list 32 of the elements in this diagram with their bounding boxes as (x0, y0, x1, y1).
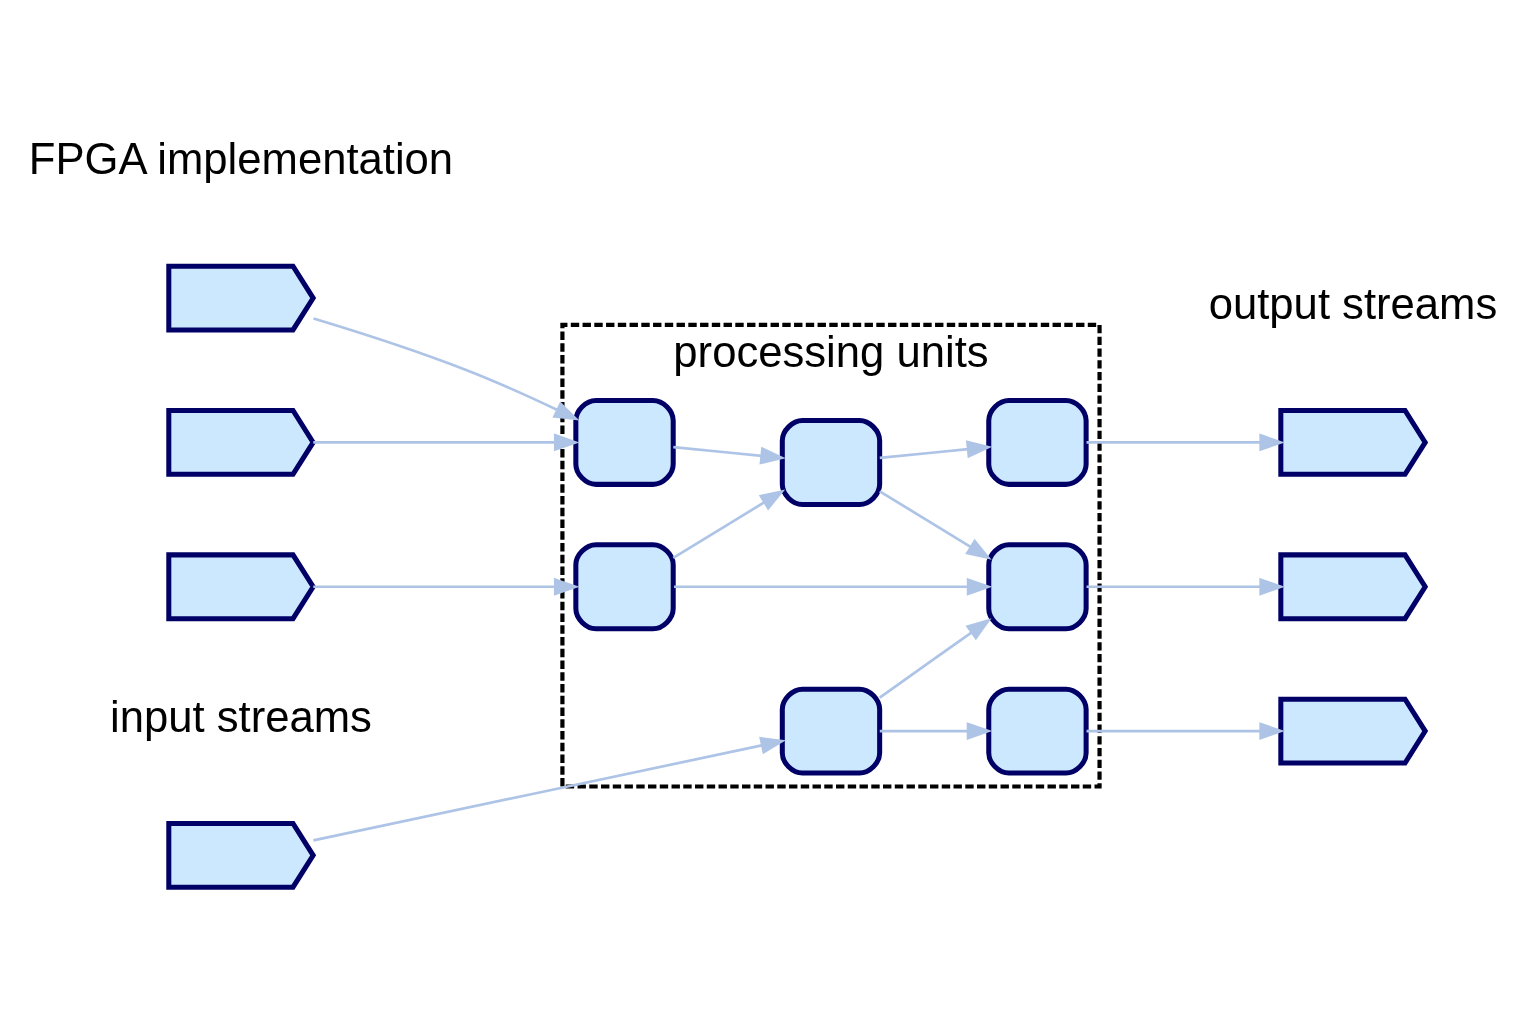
node-pentagon (1278, 696, 1429, 766)
arrow (313, 736, 786, 842)
arrow (672, 489, 786, 560)
node-box (986, 397, 1089, 487)
arrow (879, 618, 992, 699)
node-box (986, 542, 1089, 632)
node-box (573, 542, 676, 632)
arrow (1086, 722, 1285, 741)
arrow (313, 433, 580, 452)
node-box (779, 418, 883, 508)
node-box (986, 686, 1089, 776)
arrow (879, 490, 992, 560)
node-pentagon (166, 820, 317, 890)
label: output streams (1208, 278, 1498, 328)
node-pentagon (1278, 552, 1429, 622)
arrow (674, 577, 993, 596)
node-pentagon (166, 552, 317, 622)
arrow (879, 440, 993, 460)
arrow (1086, 577, 1285, 596)
label: input streams (110, 691, 372, 741)
arrow (673, 445, 786, 465)
arrow (313, 317, 580, 421)
node-pentagon (166, 263, 317, 333)
node-box (573, 397, 676, 487)
arrow (879, 722, 993, 741)
node-pentagon (1278, 408, 1429, 477)
node-pentagon (166, 408, 317, 477)
cluster: processing units (560, 322, 1102, 789)
arrow (1086, 433, 1285, 452)
node-box (779, 686, 883, 776)
arrow (313, 577, 580, 596)
label: FPGA implementation (28, 134, 454, 184)
